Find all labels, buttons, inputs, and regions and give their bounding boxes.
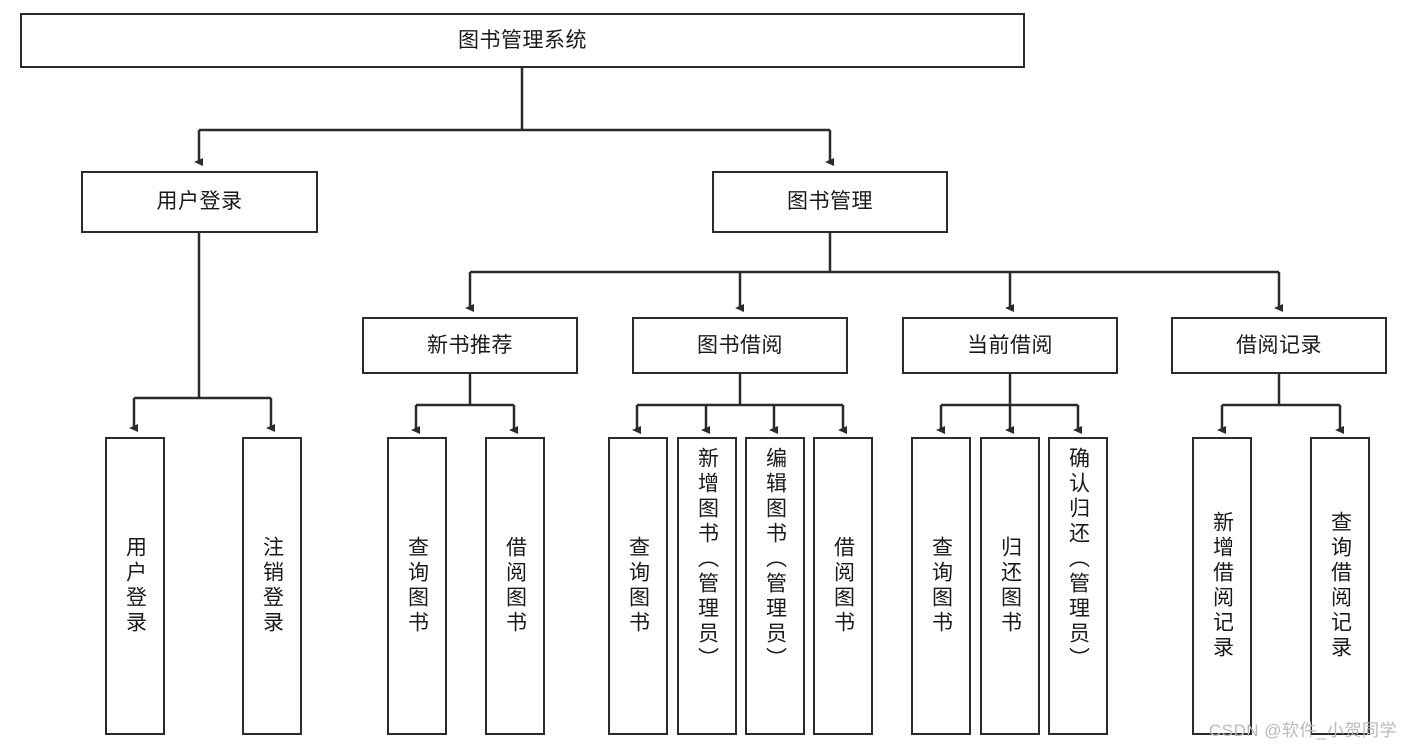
node-leaf-confirm-return-label: 确认归还（管理员） (1066, 447, 1090, 672)
node-borrow-record[interactable]: 借阅记录 (1171, 317, 1387, 374)
watermark-text: CSDN @软件_小贺同学 (1208, 721, 1397, 740)
node-leaf-borrow-book-1-label: 借阅图书 (503, 536, 527, 636)
node-leaf-user-login-label: 用户登录 (123, 536, 147, 636)
node-leaf-add-borrow-record-label: 新增借阅记录 (1210, 511, 1234, 661)
node-leaf-query-borrow-record-label: 查询借阅记录 (1328, 511, 1352, 661)
node-leaf-query-book-3-label: 查询图书 (929, 536, 953, 636)
node-leaf-borrow-book-1[interactable]: 借阅图书 (485, 437, 545, 735)
node-leaf-borrow-book-2[interactable]: 借阅图书 (813, 437, 873, 735)
node-leaf-edit-book[interactable]: 编辑图书（管理员） (745, 437, 805, 735)
node-borrow-record-label: 借阅记录 (1236, 333, 1322, 357)
node-leaf-borrow-book-2-label: 借阅图书 (831, 536, 855, 636)
node-current-borrow[interactable]: 当前借阅 (902, 317, 1118, 374)
node-root-label: 图书管理系统 (458, 28, 587, 52)
node-new-book-recommend[interactable]: 新书推荐 (362, 317, 578, 374)
node-new-book-recommend-label: 新书推荐 (427, 333, 513, 357)
node-leaf-query-book-2-label: 查询图书 (626, 536, 650, 636)
node-current-borrow-label: 当前借阅 (967, 333, 1053, 357)
node-leaf-edit-book-label: 编辑图书（管理员） (763, 447, 787, 672)
node-root[interactable]: 图书管理系统 (20, 13, 1025, 68)
node-leaf-add-borrow-record[interactable]: 新增借阅记录 (1192, 437, 1252, 735)
node-leaf-user-login[interactable]: 用户登录 (105, 437, 165, 735)
node-book-borrow-label: 图书借阅 (697, 333, 783, 357)
node-user-login-label: 用户登录 (156, 190, 243, 214)
node-leaf-return-book-label: 归还图书 (998, 536, 1022, 636)
node-leaf-logout-label: 注销登录 (260, 536, 284, 636)
node-leaf-return-book[interactable]: 归还图书 (980, 437, 1040, 735)
node-leaf-query-book-1[interactable]: 查询图书 (387, 437, 447, 735)
node-leaf-query-book-2[interactable]: 查询图书 (608, 437, 668, 735)
node-leaf-add-book-label: 新增图书（管理员） (695, 447, 719, 672)
node-leaf-query-borrow-record[interactable]: 查询借阅记录 (1310, 437, 1370, 735)
node-book-management[interactable]: 图书管理 (712, 171, 948, 233)
node-book-borrow[interactable]: 图书借阅 (632, 317, 848, 374)
node-leaf-query-book-3[interactable]: 查询图书 (911, 437, 971, 735)
node-leaf-query-book-1-label: 查询图书 (405, 536, 429, 636)
node-book-management-label: 图书管理 (787, 190, 873, 214)
node-leaf-logout[interactable]: 注销登录 (242, 437, 302, 735)
node-leaf-add-book[interactable]: 新增图书（管理员） (677, 437, 737, 735)
node-user-login[interactable]: 用户登录 (81, 171, 318, 233)
node-leaf-confirm-return[interactable]: 确认归还（管理员） (1048, 437, 1108, 735)
